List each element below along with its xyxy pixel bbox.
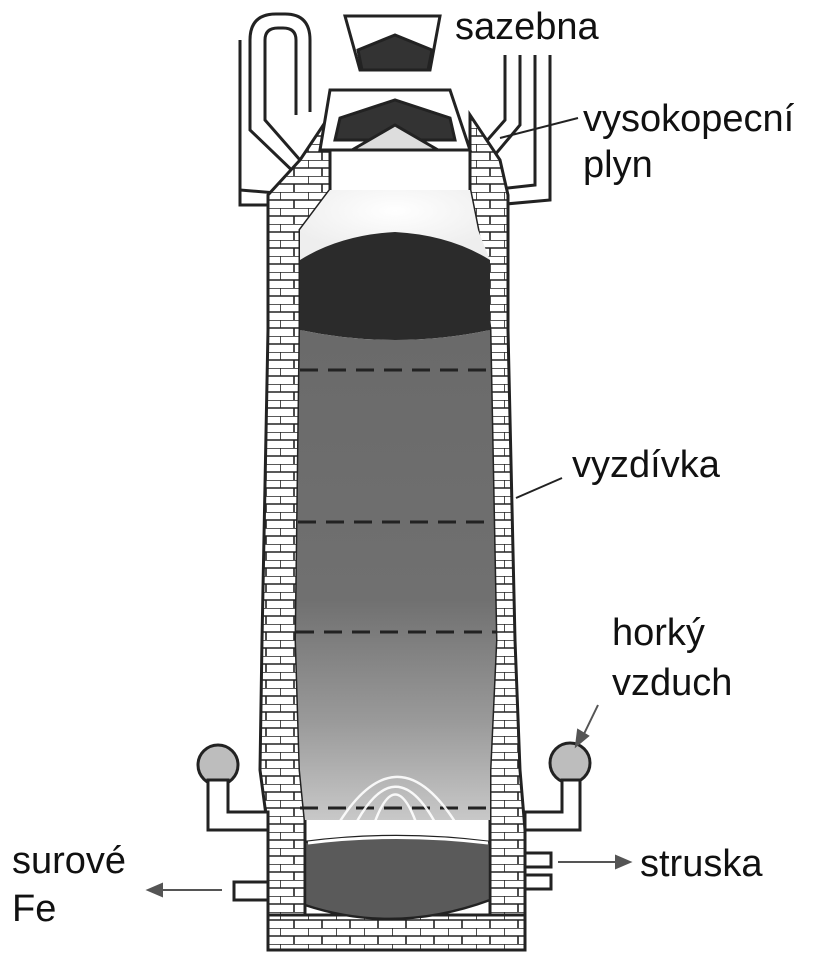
label-hot-air-line1: horký: [612, 610, 705, 656]
tuyere-right: [525, 743, 590, 830]
charging-hopper: [320, 16, 470, 150]
charge-layer: [300, 232, 490, 340]
slag-notch: [525, 853, 551, 889]
label-slag: struska: [640, 841, 762, 887]
label-lining: vyzdívka: [572, 442, 720, 488]
label-charging: sazebna: [455, 4, 599, 50]
label-gas-line1: vysokopecní: [583, 96, 794, 142]
label-hot-air-line2: vzduch: [612, 660, 732, 706]
molten-pool: [305, 836, 490, 919]
label-gas-line2: plyn: [583, 142, 653, 188]
hearth-bottom: [268, 915, 525, 950]
shaft-body: [296, 330, 496, 820]
label-iron-line2: Fe: [12, 886, 56, 932]
iron-taphole: [234, 882, 268, 900]
tuyere-left: [198, 745, 268, 830]
label-iron-line1: surové: [12, 838, 126, 884]
